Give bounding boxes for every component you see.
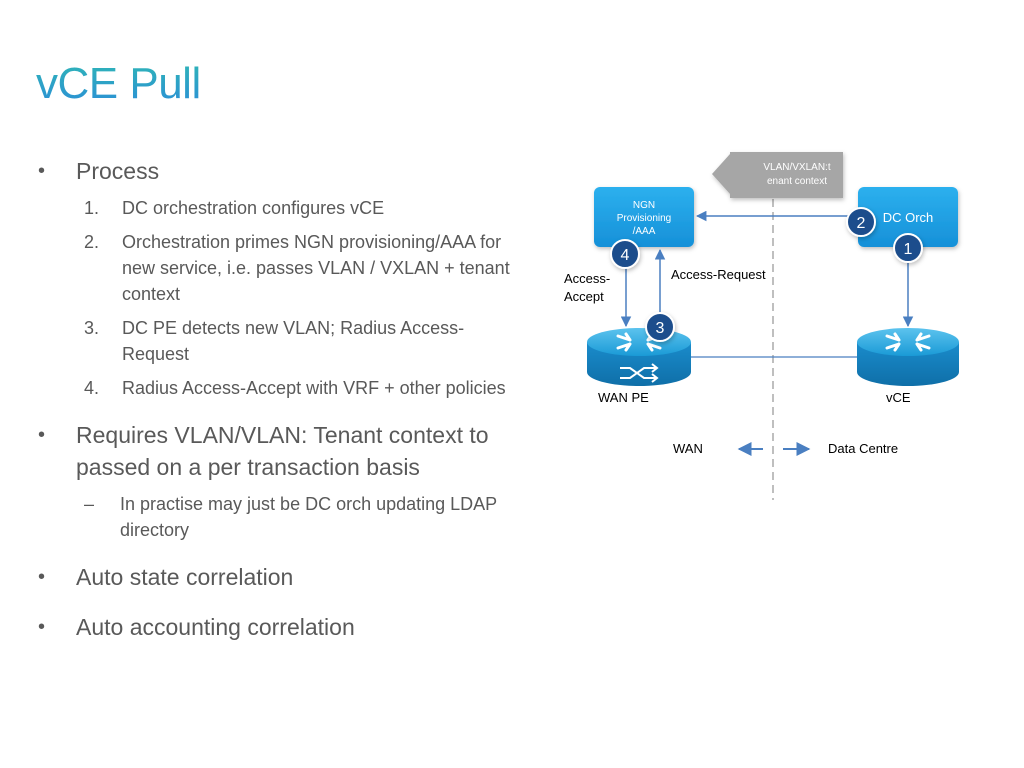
- wan-pe-label: WAN PE: [598, 390, 649, 405]
- access-accept-label-2: Accept: [564, 289, 604, 304]
- bullet-list: • Process 1. DC orchestration configures …: [38, 155, 518, 651]
- slide-title: vCE Pull: [36, 59, 201, 108]
- dc-orch-label: DC Orch: [883, 210, 934, 225]
- dc-orch-box: [858, 187, 958, 247]
- process-steps: 1. DC orchestration configures vCE 2. Orch…: [84, 195, 518, 401]
- bullet-requires: • Requires VLAN/VLAN: Tenant context to …: [38, 419, 518, 483]
- bullet-dot: •: [38, 424, 46, 446]
- step-number: 1.: [84, 198, 100, 218]
- badge-1-text: 1: [904, 241, 913, 258]
- bullet-auto-accounting-text: Auto accounting correlation: [76, 614, 355, 640]
- step-number: 3.: [84, 318, 100, 338]
- vce-label: vCE: [886, 390, 911, 405]
- bullet-process-text: Process: [76, 158, 160, 184]
- bullet-dot: •: [38, 160, 46, 182]
- step-number: 4.: [84, 378, 100, 398]
- ngn-label-2: Provisioning: [617, 213, 671, 224]
- step-2: 2. Orchestration primes NGN provisioning/…: [84, 229, 518, 307]
- badge-1: 1: [893, 233, 923, 263]
- access-accept-label-1: Access-: [564, 271, 610, 286]
- data-centre-label: Data Centre: [828, 441, 898, 456]
- step-1: 1. DC orchestration configures vCE: [84, 195, 518, 221]
- badge-3: 3: [645, 312, 675, 342]
- step-number: 2.: [84, 232, 100, 252]
- bullet-auto-accounting: • Auto accounting correlation: [38, 611, 518, 643]
- dash-glyph: –: [84, 494, 95, 514]
- badge-4: 4: [610, 239, 640, 269]
- callout-text-1: VLAN/VXLAN:t: [763, 162, 830, 173]
- step-text: DC PE detects new VLAN; Radius Access-Re…: [122, 318, 465, 364]
- wan-pe-router-icon: [587, 328, 691, 386]
- ngn-label-3: /AAA: [633, 226, 656, 237]
- ngn-label-1: NGN: [633, 200, 655, 211]
- wan-label: WAN: [673, 441, 703, 456]
- bullet-auto-state: • Auto state correlation: [38, 561, 518, 593]
- bullet-dot: •: [38, 566, 46, 588]
- callout-text-2: enant context: [767, 176, 827, 187]
- sub-bullet-practise-text: In practise may just be DC orch updating…: [120, 494, 497, 540]
- network-diagram: VLAN/VXLAN:t enant context NGN Provision…: [564, 152, 959, 500]
- badge-2: 2: [846, 207, 876, 237]
- bullet-process: • Process: [38, 155, 518, 187]
- badge-3-text: 3: [656, 320, 665, 337]
- step-4: 4. Radius Access-Accept with VRF + other …: [84, 375, 518, 401]
- context-callout-arrow: [712, 152, 843, 198]
- access-request-label: Access-Request: [671, 267, 766, 282]
- sub-bullet-practise: – In practise may just be DC orch updati…: [84, 491, 518, 543]
- badge-2-text: 2: [857, 215, 866, 232]
- ngn-provisioning-box: [594, 187, 694, 247]
- bullet-dot: •: [38, 616, 46, 638]
- step-3: 3. DC PE detects new VLAN; Radius Access-…: [84, 315, 518, 367]
- step-text: Orchestration primes NGN provisioning/AA…: [122, 232, 510, 304]
- bullet-requires-text: Requires VLAN/VLAN: Tenant context to pa…: [76, 422, 489, 480]
- badge-4-text: 4: [621, 247, 630, 264]
- step-text: DC orchestration configures vCE: [122, 198, 385, 218]
- vce-router-icon: [857, 328, 959, 386]
- step-text: Radius Access-Accept with VRF + other po…: [122, 378, 506, 398]
- bullet-auto-state-text: Auto state correlation: [76, 564, 294, 590]
